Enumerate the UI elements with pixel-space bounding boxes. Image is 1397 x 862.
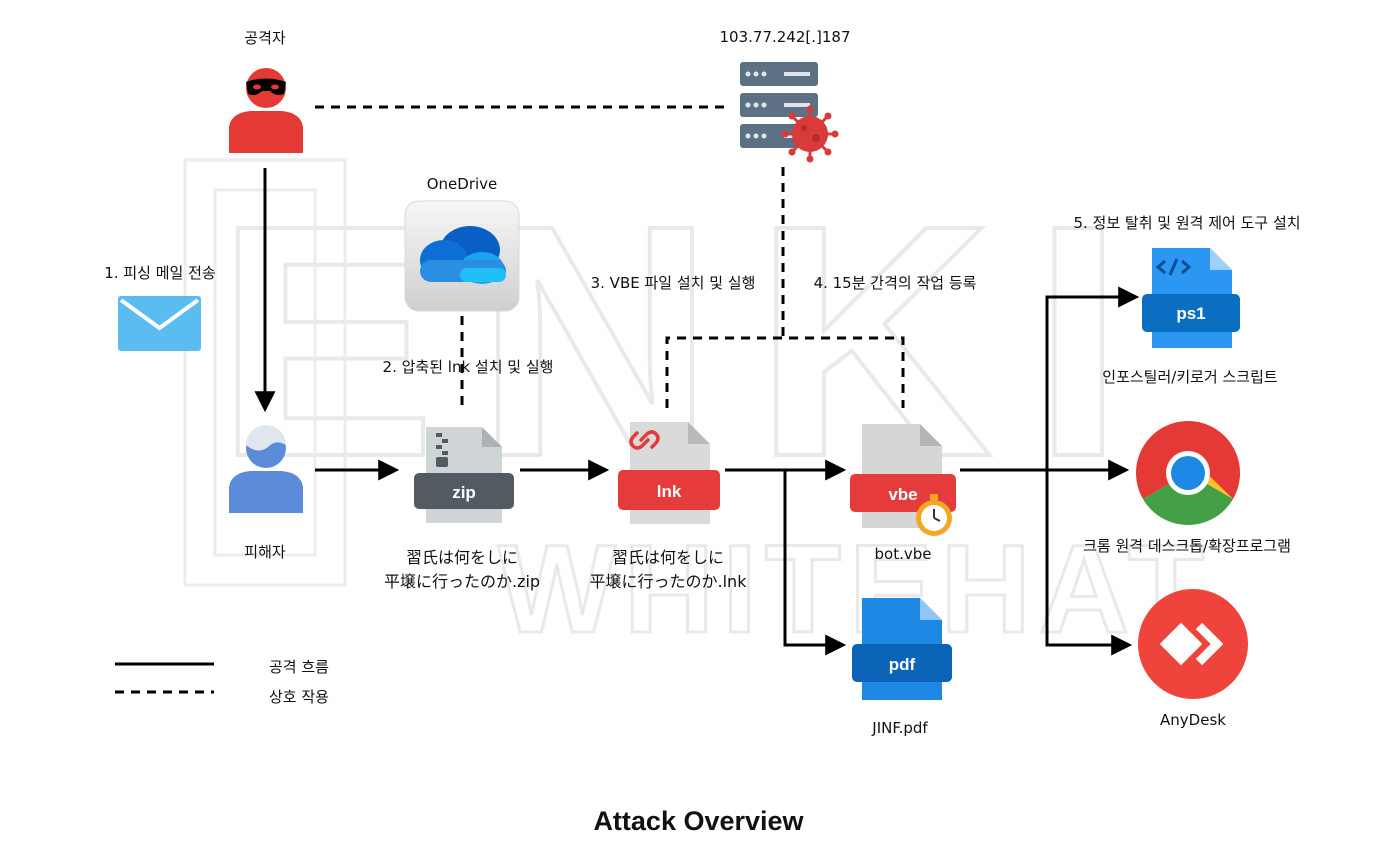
onedrive-icon	[404, 200, 520, 312]
anydesk-tool-label: AnyDesk	[1160, 711, 1226, 729]
diagram-title: Attack Overview	[593, 806, 804, 836]
attacker-icon	[229, 68, 303, 153]
vbe-anydesk-arrow	[1045, 470, 1133, 656]
victim-icon	[229, 425, 303, 513]
server-icon	[740, 62, 839, 163]
pdf-file-label: JINF.pdf	[872, 719, 928, 737]
chrome-icon	[1136, 421, 1240, 525]
zip-file-icon: zip	[414, 427, 514, 523]
ps1-tool-label: 인포스틸러/키로거 스크립트	[1102, 368, 1278, 386]
attacker-label: 공격자	[244, 29, 286, 47]
ps1-tag: ps1	[1176, 304, 1205, 323]
victim-label: 피해자	[244, 543, 286, 561]
step-3-label: 3. VBE 파일 설치 및 실행	[590, 274, 756, 292]
step-5-label: 5. 정보 탈취 및 원격 제어 도구 설치	[1073, 214, 1301, 232]
attack-flow-lines	[254, 168, 1140, 656]
server-label: 103.77.242[.]187	[719, 28, 851, 46]
virus-icon	[781, 105, 839, 163]
ps1-script-icon: ps1	[1142, 248, 1240, 348]
interaction-lines	[315, 105, 905, 408]
step-4-label: 4. 15분 간격의 작업 등록	[813, 274, 977, 292]
legend-solid-label: 공격 흐름	[269, 658, 329, 676]
watermark-bottom: WHITEHAT	[498, 520, 1212, 659]
lnk-tag: lnk	[657, 482, 682, 501]
server-branch-link	[665, 336, 905, 408]
pdf-tag: pdf	[889, 655, 916, 674]
legend-dashed-label: 상호 작용	[269, 688, 329, 706]
vbe-file-icon: vbe	[850, 424, 956, 536]
lnk-file-label: 習氏は何をしに 平壌に行ったのか.lnk	[589, 548, 747, 591]
code-icon	[1155, 258, 1192, 276]
mail-icon	[118, 296, 201, 351]
stopwatch-icon	[916, 494, 952, 536]
link-icon	[629, 430, 660, 450]
chrome-tool-label: 크롬 원격 데스크톱/확장프로그램	[1083, 537, 1291, 555]
pdf-file-icon: pdf	[852, 598, 952, 700]
lnk-file-icon: lnk	[618, 422, 720, 524]
lnk-pdf-arrow	[783, 470, 847, 656]
zip-tag: zip	[452, 483, 476, 502]
onedrive-label: OneDrive	[426, 175, 498, 193]
step-2-label: 2. 압축된 lnk 설치 및 실행	[382, 358, 554, 376]
step-1-label: 1. 피싱 메일 전송	[104, 264, 216, 282]
vbe-tag: vbe	[888, 485, 917, 504]
anydesk-icon	[1138, 589, 1248, 699]
vbe-ps1-arrow	[1045, 286, 1140, 470]
vbe-file-label: bot.vbe	[874, 545, 932, 563]
zip-file-label: 習氏は何をしに 平壌に行ったのか.zip	[383, 548, 541, 591]
